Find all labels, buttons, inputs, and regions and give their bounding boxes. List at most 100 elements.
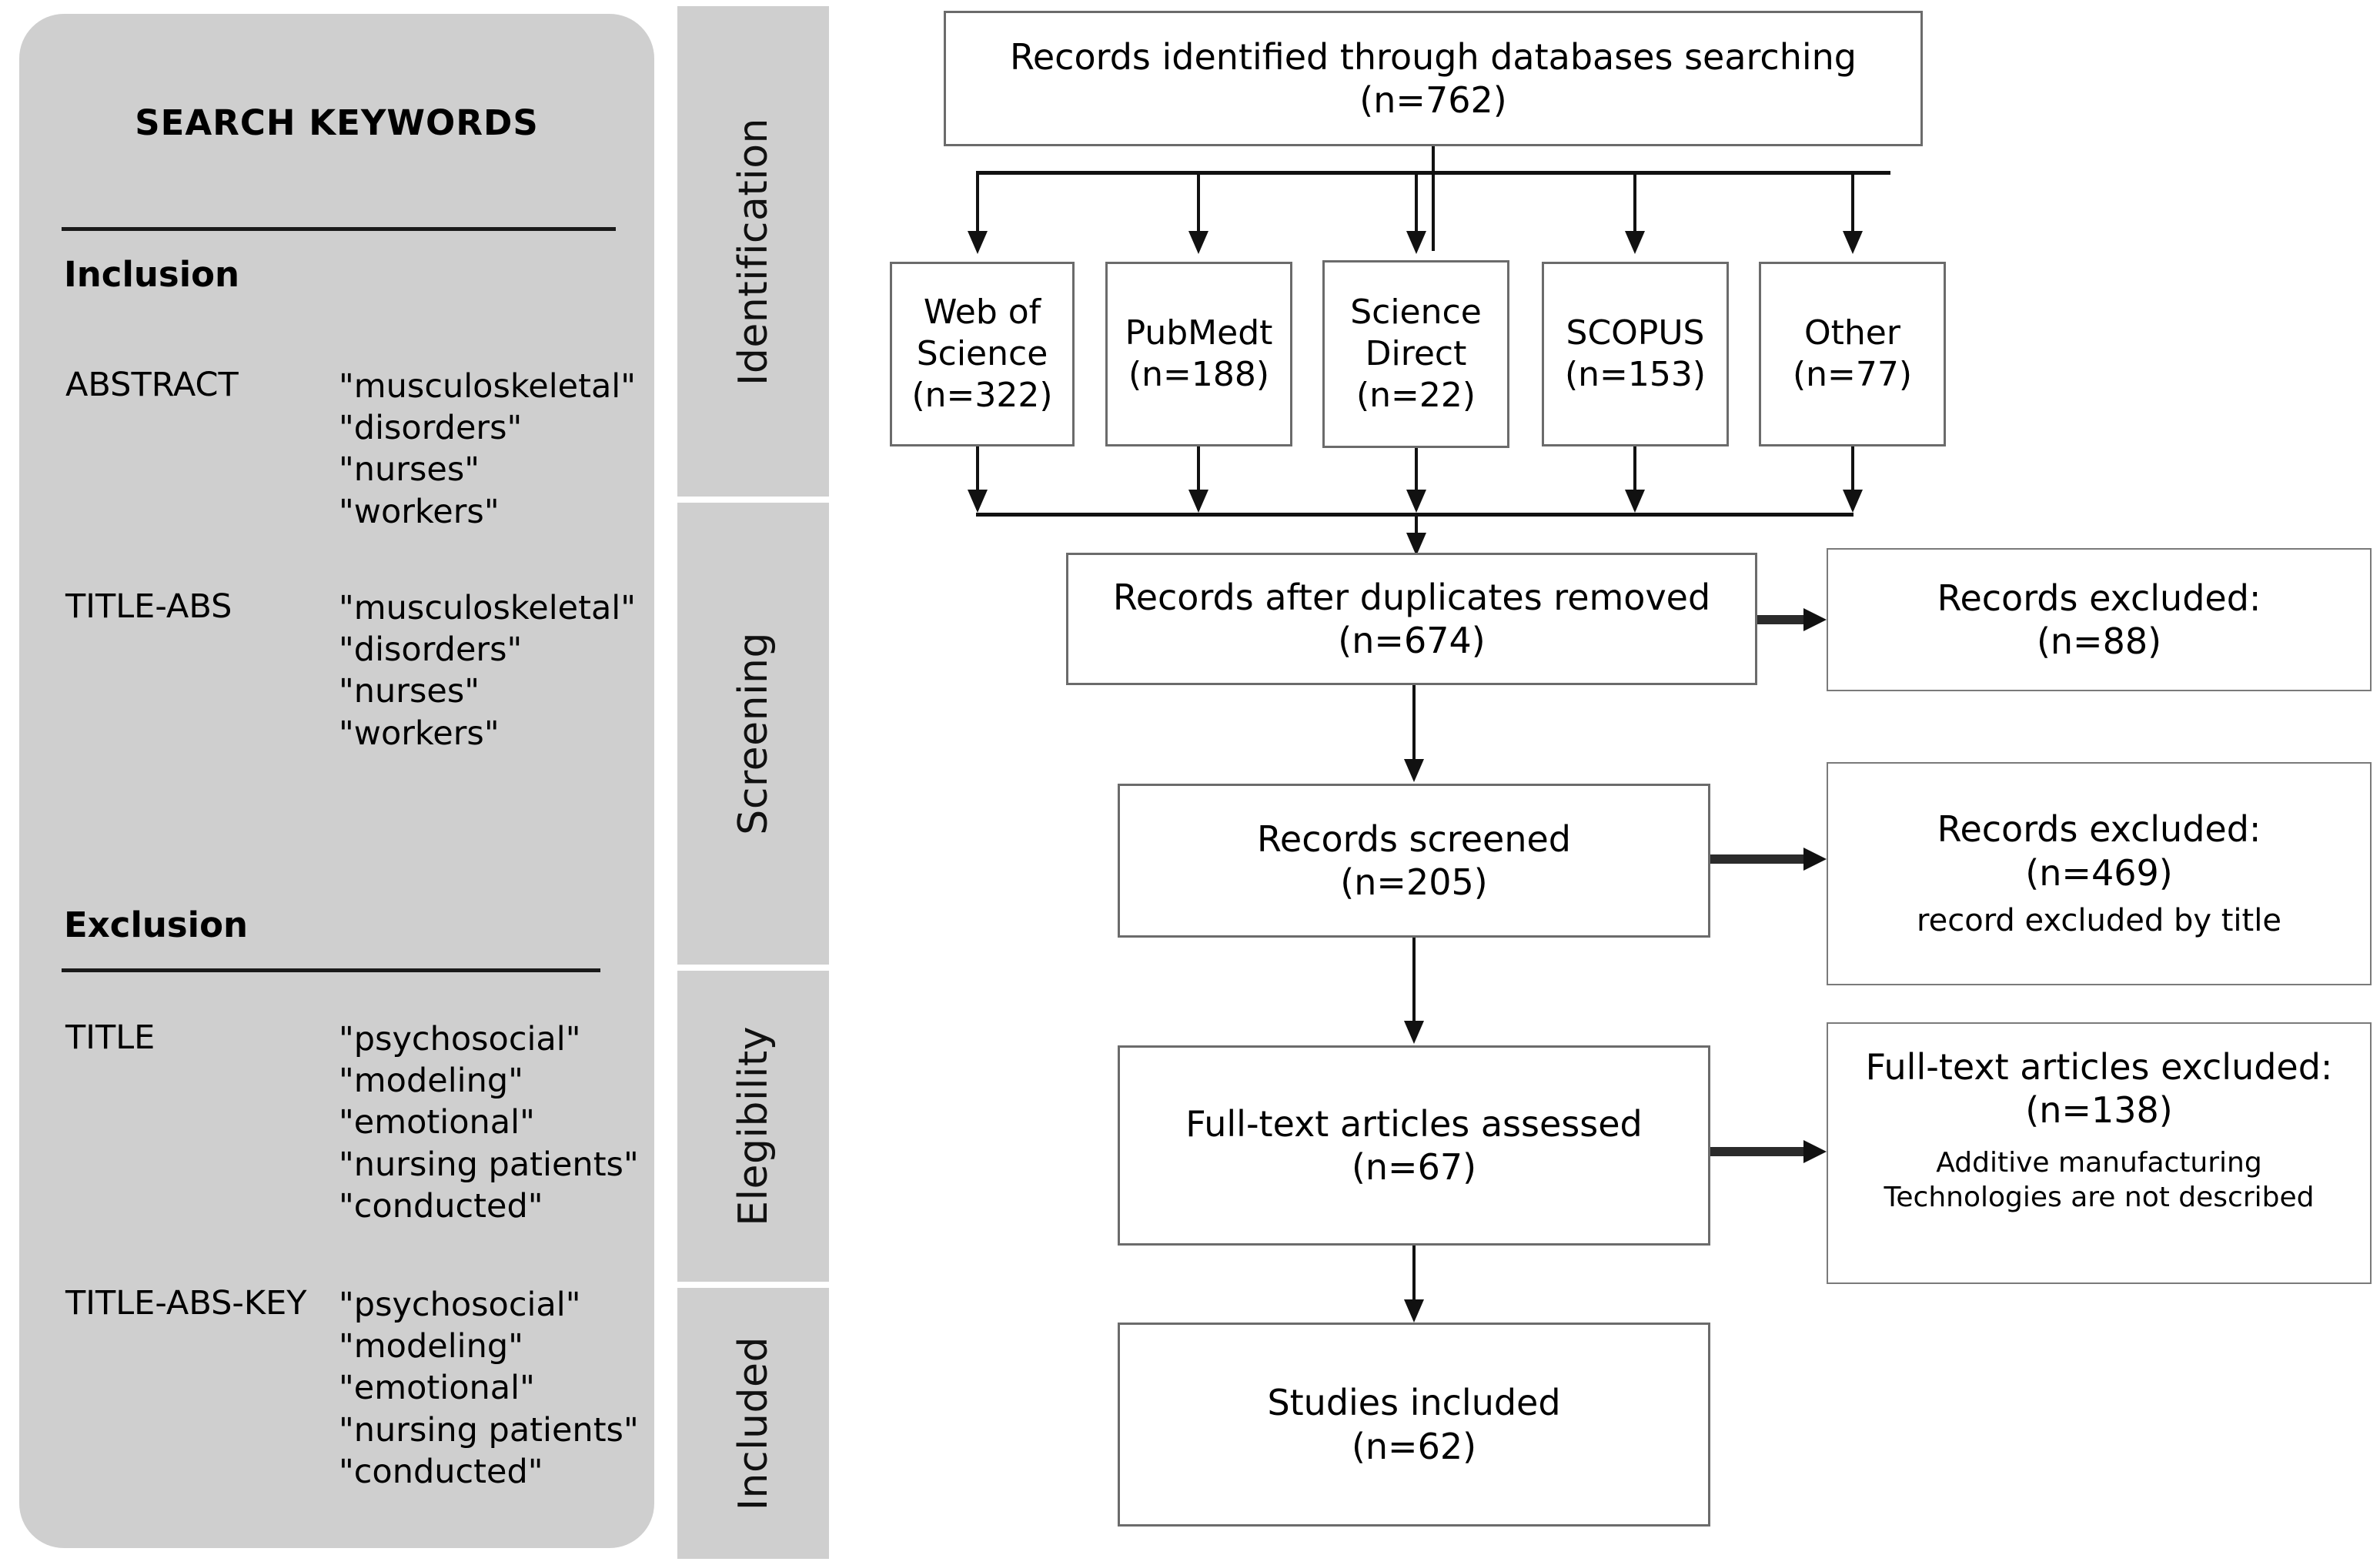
stage-band-elegibility: Elegibility — [677, 971, 829, 1282]
connector-scopus-to-bus — [1633, 446, 1636, 510]
connector-bus-to-duplicates — [1415, 513, 1418, 536]
box-note: Additive manufacturing — [1936, 1147, 2262, 1179]
stage-band-identification: Identification — [677, 6, 829, 497]
connector-branch-other — [1851, 171, 1854, 234]
keyword-term: "nursing patients" — [339, 1145, 639, 1184]
arrow-down-icon — [1406, 231, 1426, 254]
keyword-term: "nurses" — [339, 672, 480, 711]
box-count: (n=188) — [1128, 355, 1270, 394]
box-records-screened: Records screened (n=205) — [1118, 784, 1710, 938]
arrow-down-icon — [1625, 490, 1645, 513]
keyword-field-label: ABSTRACT — [65, 366, 239, 404]
keyword-term: "modeling" — [339, 1062, 523, 1101]
box-count: (n=153) — [1564, 355, 1706, 394]
connector-duplicates-to-excluded — [1757, 615, 1805, 624]
exclusion-heading: Exclusion — [64, 905, 249, 945]
keyword-term: "psychosocial" — [339, 1020, 581, 1058]
box-line: Science — [916, 334, 1048, 374]
box-source-pubmed: PubMedt (n=188) — [1105, 262, 1292, 446]
box-count: (n=88) — [2036, 620, 2162, 662]
keyword-field-label: TITLE — [65, 1018, 155, 1057]
inclusion-heading: Inclusion — [64, 254, 240, 295]
connector-screened-to-excluded — [1710, 854, 1805, 864]
keyword-term-list: "musculoskeletal" "disorders" "nurses" "… — [339, 587, 636, 754]
connector-branch-sciencedirect — [1415, 171, 1418, 234]
box-line: Records excluded: — [1937, 808, 2261, 851]
box-note: Technologies are not described — [1884, 1182, 2315, 1214]
box-fulltext-articles-excluded: Full-text articles excluded: (n=138) Add… — [1827, 1022, 2372, 1284]
box-line: Full-text articles assessed — [1185, 1102, 1643, 1145]
box-count: (n=762) — [1359, 79, 1507, 121]
arrow-down-icon — [1188, 490, 1208, 513]
keyword-term: "psychosocial" — [339, 1286, 581, 1324]
arrow-right-icon — [1803, 608, 1827, 631]
keyword-term: "conducted" — [339, 1452, 543, 1491]
keyword-term-list: "psychosocial" "modeling" "emotional" "n… — [339, 1018, 639, 1227]
box-line: Web of — [923, 293, 1041, 333]
box-count: (n=674) — [1338, 620, 1486, 661]
stage-label: Identification — [730, 117, 777, 386]
arrow-down-icon — [1406, 490, 1426, 513]
keyword-field-label: TITLE-ABS-KEY — [65, 1284, 307, 1323]
keyword-term: "nursing patients" — [339, 1410, 639, 1450]
arrow-down-icon — [1625, 231, 1645, 254]
stage-label: Included — [730, 1336, 777, 1511]
box-records-excluded-by-title: Records excluded: (n=469) record exclude… — [1827, 762, 2372, 985]
exclusion-divider — [62, 968, 600, 972]
stage-label: Screening — [730, 632, 777, 835]
box-note: record excluded by title — [1917, 902, 2281, 938]
keyword-term: "workers" — [339, 492, 500, 531]
box-line: Other — [1804, 313, 1900, 353]
box-line: Studies included — [1267, 1382, 1561, 1424]
keyword-term-list: "psychosocial" "modeling" "emotional" "n… — [339, 1284, 639, 1493]
connector-fulltext-to-included — [1412, 1246, 1416, 1302]
box-line: Records screened — [1257, 818, 1571, 860]
box-count: (n=322) — [911, 375, 1053, 415]
box-source-scopus: SCOPUS (n=153) — [1542, 262, 1729, 446]
arrow-down-icon — [1404, 759, 1424, 782]
box-source-science-direct: Science Direct (n=22) — [1322, 260, 1509, 448]
keyword-term: "musculoskeletal" — [339, 589, 637, 627]
box-count: (n=67) — [1351, 1146, 1477, 1188]
keyword-term: "disorders" — [339, 630, 523, 670]
keyword-term: "musculoskeletal" — [339, 367, 637, 406]
box-line: Science — [1350, 293, 1482, 333]
arrow-right-icon — [1803, 848, 1827, 871]
box-line: Direct — [1365, 334, 1467, 374]
keyword-term: "emotional" — [339, 1369, 535, 1408]
box-count: (n=205) — [1340, 861, 1488, 903]
box-records-after-duplicates: Records after duplicates removed (n=674) — [1066, 553, 1757, 685]
page-title: SEARCH KEYWORDS — [135, 102, 539, 143]
arrow-down-icon — [1406, 533, 1426, 556]
box-line: Records after duplicates removed — [1112, 576, 1711, 618]
connector-sciencedirect-to-bus — [1415, 448, 1418, 510]
box-studies-included: Studies included (n=62) — [1118, 1323, 1710, 1527]
arrow-down-icon — [1843, 490, 1863, 513]
connector-pubmed-to-bus — [1197, 446, 1200, 510]
search-keywords-panel: SEARCH KEYWORDS Inclusion ABSTRACT "musc… — [19, 14, 654, 1548]
connector-wos-to-bus — [976, 446, 979, 510]
arrow-down-icon — [968, 490, 988, 513]
box-count: (n=138) — [2025, 1089, 2173, 1132]
box-records-identified: Records identified through databases sea… — [944, 11, 1923, 146]
connector-branch-scopus — [1633, 171, 1636, 234]
keyword-term: "workers" — [339, 714, 500, 753]
keyword-term: "emotional" — [339, 1103, 535, 1142]
connector-duplicates-to-screened — [1412, 685, 1416, 762]
arrow-down-icon — [968, 231, 988, 254]
box-count: (n=62) — [1351, 1425, 1477, 1467]
connector-branch-pubmed — [1197, 171, 1200, 234]
keyword-field-label: TITLE-ABS — [65, 587, 232, 626]
keyword-term: "disorders" — [339, 409, 523, 448]
connector-identified-to-bus — [1432, 146, 1435, 251]
box-count: (n=469) — [2025, 851, 2173, 894]
arrow-down-icon — [1404, 1021, 1424, 1044]
arrow-down-icon — [1404, 1299, 1424, 1323]
box-source-web-of-science: Web of Science (n=322) — [890, 262, 1075, 446]
stage-band-included: Included — [677, 1288, 829, 1559]
stage-band-screening: Screening — [677, 503, 829, 965]
arrow-down-icon — [1843, 231, 1863, 254]
inclusion-divider — [62, 227, 616, 231]
box-records-excluded-duplicates: Records excluded: (n=88) — [1827, 548, 2372, 691]
